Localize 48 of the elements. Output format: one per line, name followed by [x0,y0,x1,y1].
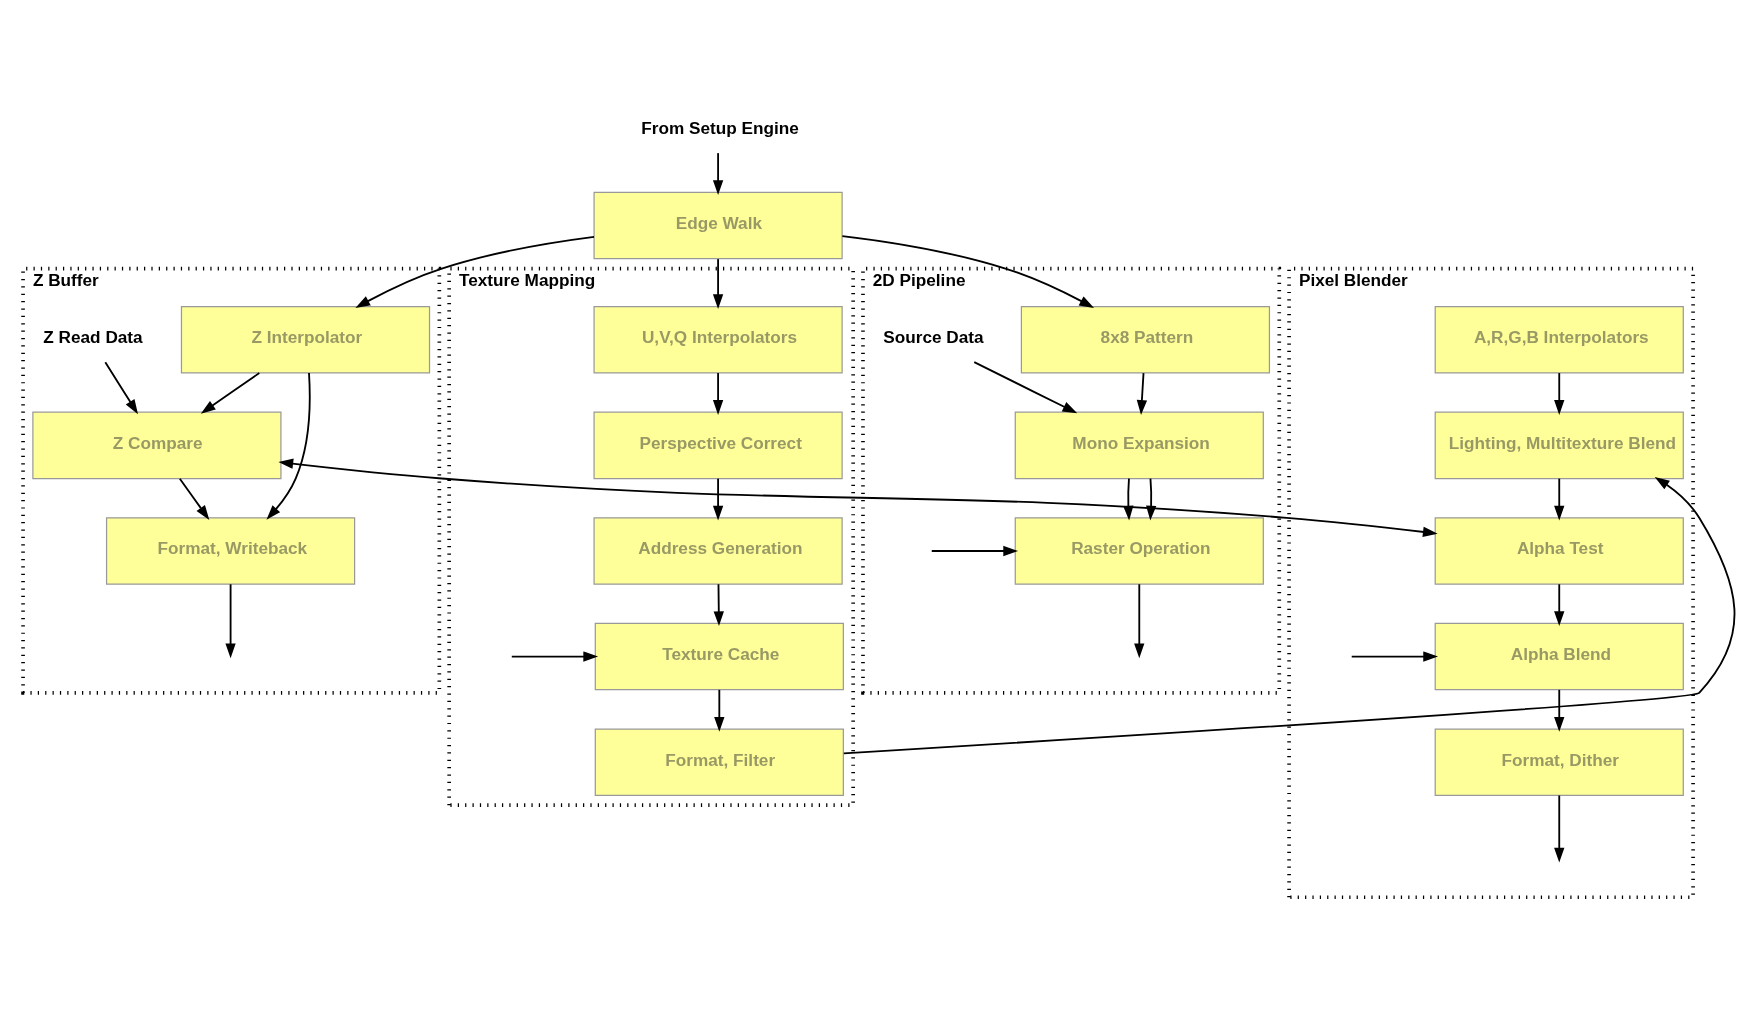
node-box: Mono Expansion [1014,411,1264,480]
arrow [712,477,724,521]
arrow [1554,794,1565,863]
node-box: Texture Cache [594,622,844,691]
node-box: Address Generation [593,517,843,585]
arrow [1554,477,1565,521]
arrow [973,361,1078,414]
arrow [842,477,1736,755]
arrow [1123,477,1134,521]
arrow [713,583,724,627]
node-box: Edge Walk [593,191,843,260]
arrow [841,235,1095,308]
node-box: Raster Operation [1014,517,1264,585]
arrow [1136,372,1148,415]
arrow [714,688,725,732]
node-box: Format, Filter [594,728,844,796]
node-box: Z Interpolator [180,306,431,374]
arrow [1554,688,1565,732]
arrow [510,651,599,662]
arrow [712,258,724,310]
node-box: Perspective Correct [593,411,843,480]
node-box: Format, Dither [1434,728,1684,796]
node-box: Format, Writeback [105,517,356,585]
arrow [178,477,210,520]
arrow [1146,477,1157,521]
node-box: Lighting, Multitexture Blend [1434,411,1684,480]
arrow [1134,583,1145,659]
arrow [1350,651,1438,662]
node-text: Z Read Data [43,327,143,348]
arrow [355,235,595,308]
arrow [104,361,138,415]
arrow [1554,372,1565,415]
node-box: Z Compare [32,411,282,480]
node-text: From Setup Engine [641,118,799,139]
node-box: 8x8 Pattern [1020,306,1271,374]
node-text: Source Data [883,327,984,348]
arrow [266,372,311,520]
arrow [1554,583,1565,627]
node-box: Alpha Blend [1434,622,1684,691]
arrow [930,545,1019,557]
arrow [225,583,236,659]
node-box: A,R,G,B Interpolators [1434,306,1684,374]
arrow [712,152,724,196]
node-box: U,V,Q Interpolators [593,306,843,374]
arrow [200,372,261,414]
arrow [278,458,1438,538]
arrow [712,372,724,415]
node-box: Alpha Test [1434,517,1684,585]
